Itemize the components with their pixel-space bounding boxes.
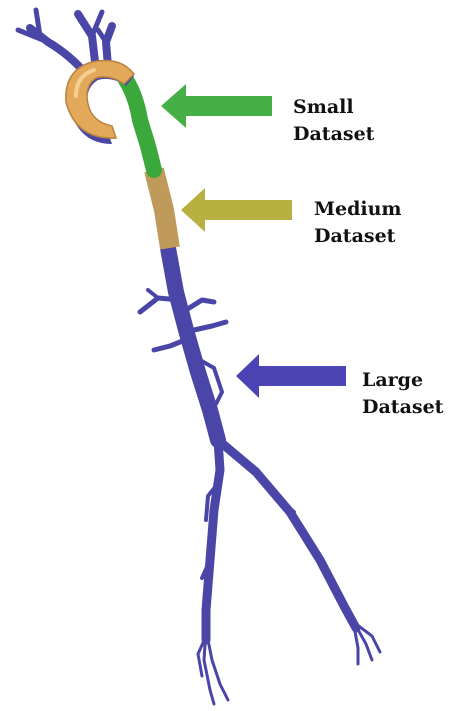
small-dataset-label-line2: Dataset (293, 121, 374, 148)
right-subclavian-twig (98, 30, 106, 42)
medium-dataset-segment (154, 170, 170, 248)
large-dataset-label: Large Dataset (362, 367, 443, 421)
small-dataset-label: Small Dataset (293, 94, 374, 148)
aortic-arch (66, 61, 134, 145)
small-dataset-segment (126, 80, 154, 170)
small-dataset-label-line1: Small (293, 94, 374, 121)
medium-dataset-arrow (181, 188, 292, 232)
celiac-branch-left-twig (148, 290, 158, 298)
large-dataset-arrow (236, 354, 346, 398)
aortic-arch-body (66, 61, 134, 139)
medium-dataset-label-line2: Dataset (314, 223, 402, 250)
right-iliac-femoral (218, 440, 356, 628)
large-dataset-label-line1: Large (362, 367, 443, 394)
small-dataset-arrow (161, 84, 272, 128)
left-iliac-femoral (206, 440, 220, 640)
medium-dataset-label-line1: Medium (314, 196, 402, 223)
renal-branch-right (194, 322, 226, 330)
large-dataset-label-line2: Dataset (362, 394, 443, 421)
mesenteric-branch-right (186, 300, 214, 310)
medium-dataset-label: Medium Dataset (314, 196, 402, 250)
